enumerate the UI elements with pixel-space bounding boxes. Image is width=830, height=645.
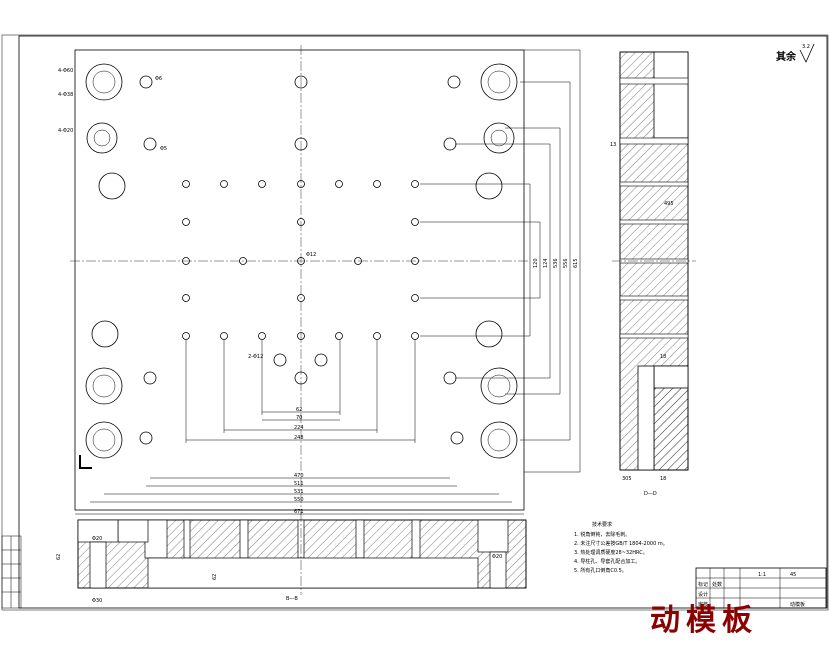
bottom-dimensions: 62 70 224 248 470 511 531 550 671 bbox=[75, 340, 524, 515]
dim-text: 13 bbox=[610, 142, 616, 148]
part-name-small: 动模板 bbox=[790, 601, 805, 608]
dim-text: 120 bbox=[533, 258, 539, 268]
material: 45 bbox=[790, 572, 796, 578]
hole-label: 4-Φ38 bbox=[58, 92, 73, 98]
part-name-watermark: 动模板 bbox=[650, 603, 758, 638]
scale: 1:1 bbox=[758, 572, 766, 578]
dim-text: 615 bbox=[573, 258, 579, 268]
dim-text: 511 bbox=[294, 481, 304, 487]
dim-text: 62 bbox=[212, 574, 218, 580]
guide-holes bbox=[85, 63, 518, 459]
dim-text: 305 bbox=[622, 476, 632, 482]
tech-item: 2. 未注尺寸公差按GB/T 1804-2000 m。 bbox=[574, 540, 668, 547]
dim-text: 671 bbox=[294, 509, 304, 515]
dim-text: 18 bbox=[660, 476, 666, 482]
hole-label: 4-Φ60 bbox=[58, 68, 73, 74]
hole-label: 2-Φ12 bbox=[248, 354, 263, 360]
hole-label: Φ5 bbox=[160, 146, 167, 152]
surface-finish-note: 其余 3.2 bbox=[776, 43, 815, 63]
tech-item: 5. 所有孔口倒角C0.5。 bbox=[574, 567, 627, 574]
sheet-border bbox=[1, 34, 829, 611]
dim-text: Φ30 bbox=[92, 598, 102, 604]
hole-label: Φ6 bbox=[155, 76, 162, 82]
tb-cell: 设计 bbox=[698, 591, 708, 598]
screw-holes bbox=[139, 75, 464, 445]
dim-text: 62 bbox=[56, 554, 62, 560]
side-section-view: 13 495 18 305 18 D—D bbox=[610, 51, 696, 497]
tb-cell: 标记 bbox=[698, 581, 708, 588]
dim-text: Φ20 bbox=[492, 554, 502, 560]
dim-text: 531 bbox=[294, 489, 304, 495]
dim-text: 470 bbox=[294, 473, 304, 479]
section-label: D—D bbox=[644, 491, 657, 497]
bottom-section-view: 62 62 Φ30 Φ20 Φ20 bbox=[56, 512, 527, 604]
dim-text: 550 bbox=[294, 497, 304, 503]
section-label: B—B bbox=[286, 596, 298, 602]
tech-requirements: 技术要求 1. 锐角倒钝，去除毛刺。 2. 未注尺寸公差按GB/T 1804-2… bbox=[574, 521, 668, 574]
tb-cell: 处数 bbox=[712, 581, 722, 588]
ejector-pin-holes bbox=[182, 180, 419, 340]
binding-strip bbox=[1, 535, 22, 609]
dim-text: 70 bbox=[296, 415, 302, 421]
dim-text: 495 bbox=[664, 201, 674, 207]
plan-view: 62 70 224 248 470 511 531 550 671 bbox=[58, 45, 581, 602]
title-block: 45 1:1 动模板 标记 处数 设计 审核 bbox=[695, 567, 827, 609]
tech-item: 3. 热处理调质硬度28~32HRC。 bbox=[574, 549, 648, 556]
right-dimensions: 120 124 536 556 615 bbox=[420, 49, 581, 473]
tech-item: 1. 锐角倒钝，去除毛刺。 bbox=[574, 531, 630, 538]
dim-text: 224 bbox=[294, 425, 304, 431]
plate-outline bbox=[74, 49, 525, 511]
surface-value: 3.2 bbox=[802, 44, 810, 50]
dim-text: 248 bbox=[294, 435, 304, 441]
dim-text: Φ20 bbox=[92, 536, 102, 542]
dim-text: 18 bbox=[660, 354, 666, 360]
tech-title: 技术要求 bbox=[592, 521, 612, 528]
hole-label: 4-Φ20 bbox=[58, 128, 73, 134]
surface-label: 其余 bbox=[776, 50, 797, 63]
hole-label: Φ12 bbox=[306, 252, 316, 258]
dim-text: 556 bbox=[563, 258, 569, 268]
drawing-frame bbox=[18, 35, 828, 609]
dim-text: 62 bbox=[296, 407, 302, 413]
dim-text: 536 bbox=[553, 258, 559, 268]
tb-cell: 审核 bbox=[698, 601, 708, 608]
tech-item: 4. 导柱孔、导套孔配合加工。 bbox=[574, 558, 640, 565]
dim-text: 124 bbox=[543, 258, 549, 268]
